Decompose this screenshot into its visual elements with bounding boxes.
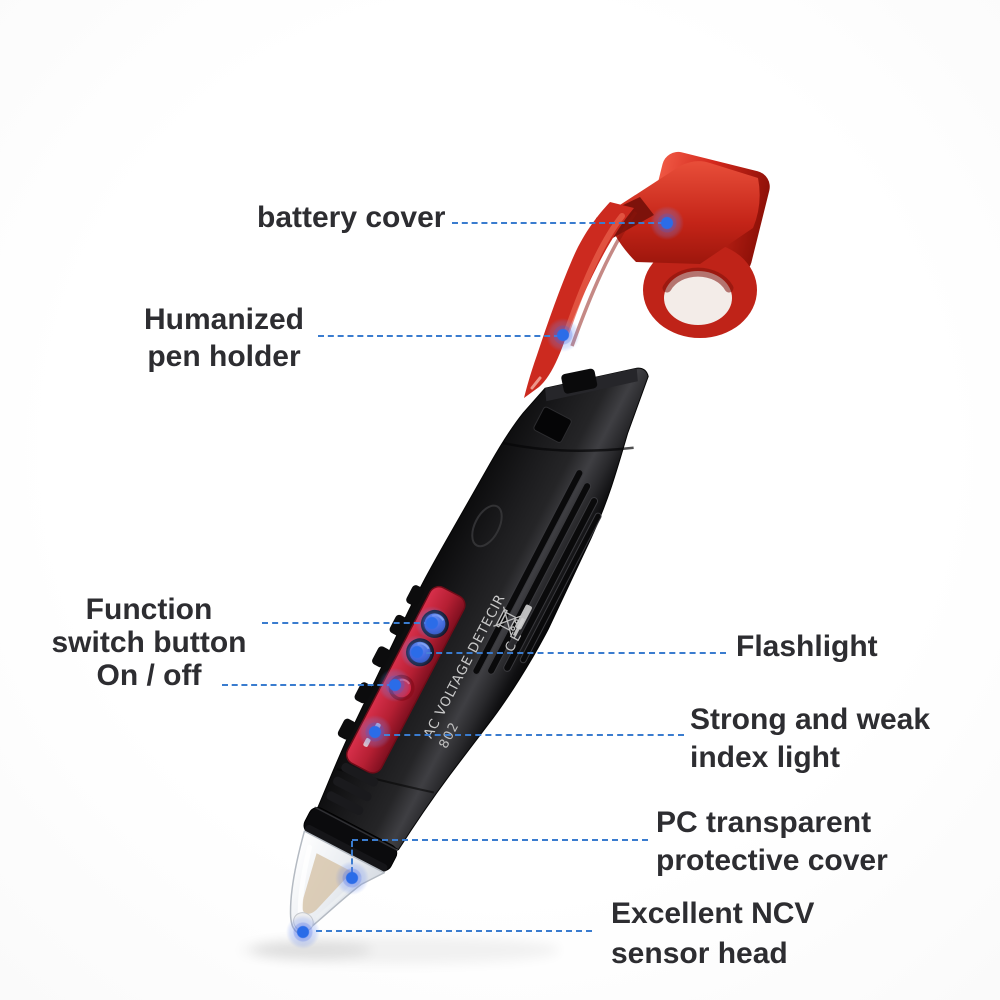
- callout-label-sensor-head: Excellent NCV sensor head: [611, 894, 814, 974]
- callout-label-battery-cover: battery cover: [257, 201, 445, 235]
- left-edge-tabs: [337, 585, 425, 740]
- leader-line: [262, 622, 430, 624]
- leader-line: [316, 930, 592, 932]
- callout-dot-battery-cover: [649, 205, 685, 241]
- lower-grooves: [326, 762, 379, 815]
- callout-dot-protective-cover: [334, 860, 370, 896]
- pen-body: [317, 367, 649, 851]
- detector-pen: AC VOLTAGE DETECIR 802 CE: [289, 367, 649, 934]
- label-line: protective cover: [656, 844, 888, 877]
- tip-shadow: [252, 941, 372, 959]
- label-line: Excellent NCV: [611, 897, 815, 930]
- leader-line-vertical: [351, 841, 353, 873]
- callout-label-protective-cover: PC transparent protective cover: [656, 804, 888, 880]
- label-line: On / off: [96, 659, 202, 692]
- callout-label-pen-holder: Humanized pen holder: [118, 301, 330, 375]
- print-bar: [515, 604, 532, 630]
- callout-dot-pen-holder: [545, 317, 581, 353]
- leader-line: [318, 335, 560, 337]
- battery-cover-graphic: [524, 151, 770, 398]
- clip-slot: [533, 406, 572, 443]
- callout-label-function-switch: Function switch button On / off: [33, 593, 265, 692]
- label-line: Function: [85, 593, 213, 626]
- label-line: pen holder: [147, 340, 301, 373]
- callout-dot-index-light: [357, 714, 393, 750]
- label-line: Strong and weak: [690, 703, 931, 736]
- pen-top-nub: [561, 368, 598, 394]
- leader-line: [222, 684, 393, 686]
- callout-dot-on-off: [377, 667, 413, 703]
- cap-seam: [502, 441, 634, 452]
- cover-shoulder: [606, 161, 760, 264]
- callout-label-index-light: Strong and weak index light: [690, 701, 930, 777]
- leader-line: [352, 839, 648, 841]
- leader-line: [384, 734, 684, 736]
- label-line: switch button: [51, 626, 247, 659]
- label-line: Humanized: [143, 303, 305, 336]
- label-line: battery cover: [257, 201, 446, 234]
- label-line: sensor head: [611, 937, 788, 970]
- molding-oval: [471, 504, 503, 548]
- leader-line: [426, 652, 726, 654]
- label-line: index light: [690, 741, 840, 774]
- callout-dot-sensor-head: [285, 914, 321, 950]
- callout-label-flashlight: Flashlight: [736, 630, 878, 664]
- leader-line: [452, 222, 664, 224]
- tip-collar: [303, 806, 399, 872]
- callout-dot-flashlight: [399, 634, 435, 670]
- label-line: Flashlight: [736, 630, 878, 663]
- cover-ring-hole: [664, 271, 732, 325]
- label-line: PC transparent: [656, 806, 872, 839]
